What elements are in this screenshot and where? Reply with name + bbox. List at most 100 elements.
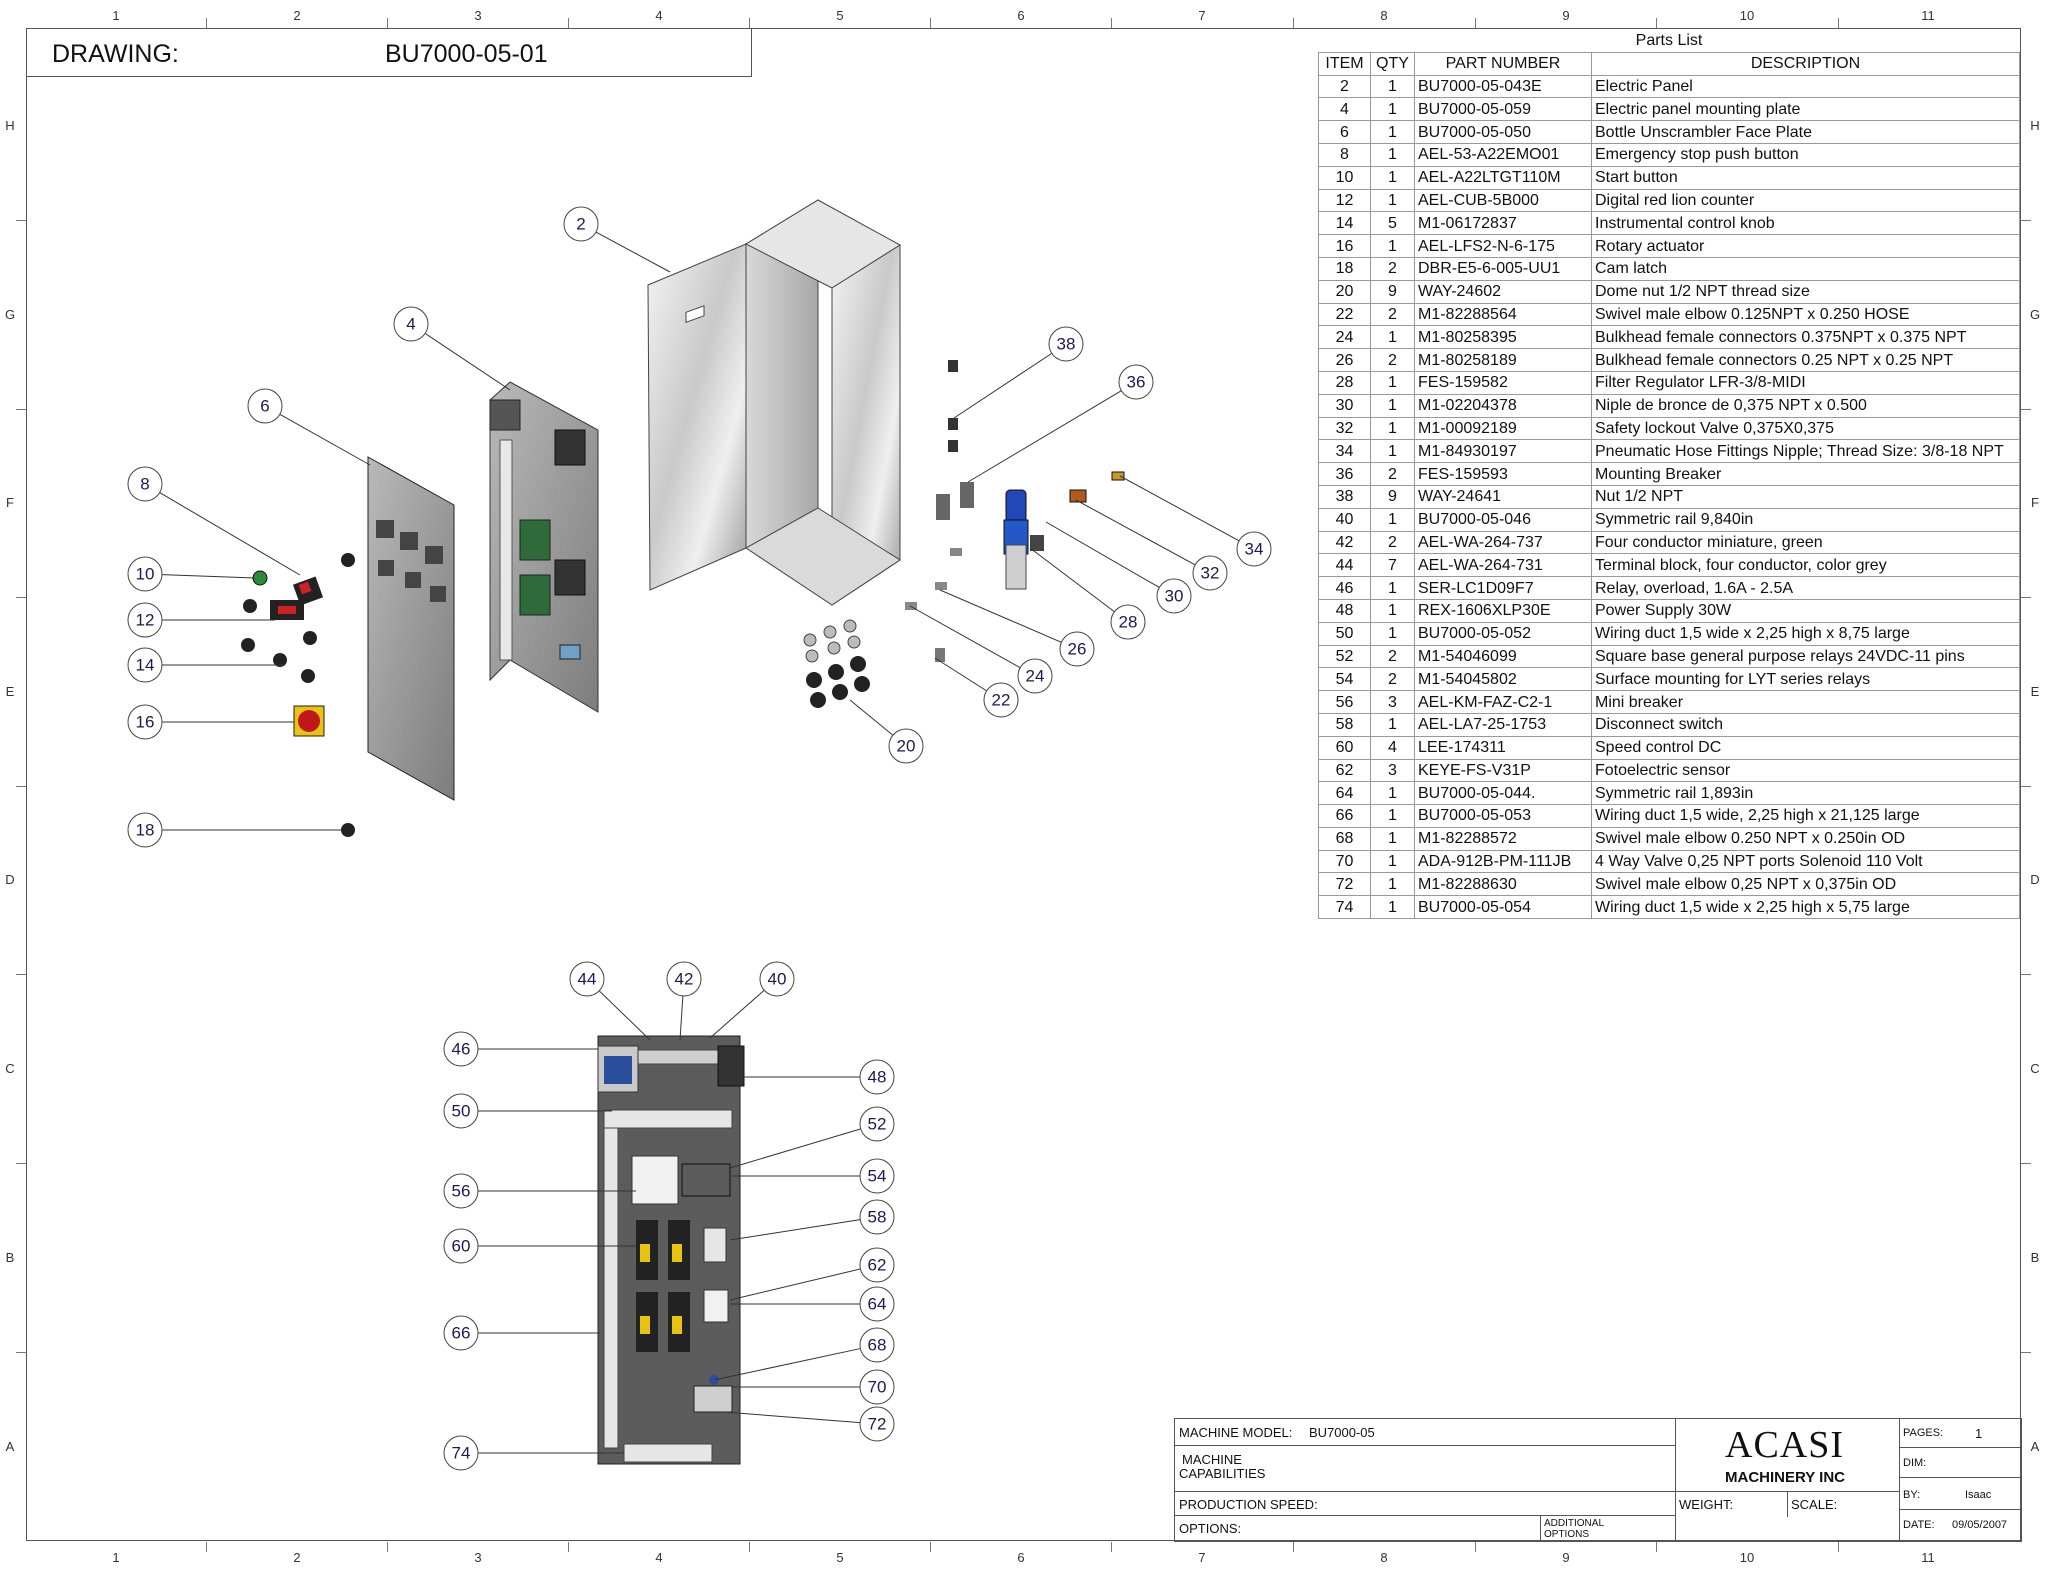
- callout-circle: [127, 704, 163, 740]
- part-number-cell: AEL-CUB-5B000: [1414, 188, 1592, 213]
- zone-tick: [749, 1542, 750, 1552]
- callout-circle: [443, 1093, 479, 1129]
- zone-row-label: F: [2031, 495, 2039, 510]
- tb-divider-v3: [1540, 1515, 1541, 1541]
- tb-divider-h3: [1175, 1515, 1675, 1516]
- leader-line: [967, 390, 1122, 483]
- part-description-cell: Dome nut 1/2 NPT thread size: [1591, 279, 2020, 304]
- pneumatic-components: [905, 360, 1125, 662]
- zone-tick: [749, 18, 750, 28]
- date-label: DATE:: [1903, 1519, 1935, 1531]
- callout-balloons: 2468101214161820222426283032343638404244…: [127, 206, 1272, 1471]
- zone-tick: [568, 18, 569, 28]
- callout-balloon: 20: [888, 728, 924, 764]
- zone-column-label: 11: [1921, 1550, 1935, 1565]
- part-number-cell: AEL-LA7-25-1753: [1414, 712, 1592, 737]
- callout-balloon: 66: [443, 1315, 479, 1351]
- parts-list-table: Parts List ITEM QTY PART NUMBER DESCRIPT…: [1318, 30, 2020, 920]
- part-description-cell: Wiring duct 1,5 wide x 2,25 high x 8,75 …: [1591, 621, 2020, 646]
- zone-column-label: 6: [1017, 8, 1025, 23]
- part-qty-cell: 2: [1370, 644, 1415, 669]
- zone-tick: [16, 1163, 26, 1164]
- front-panel-components: [241, 553, 355, 837]
- zone-column-label: 3: [474, 1550, 482, 1565]
- part-item-cell: 56: [1318, 690, 1371, 714]
- header-part-number: PART NUMBER: [1414, 51, 1592, 76]
- callout-balloon: 46: [443, 1031, 479, 1067]
- callout-number: 30: [1165, 587, 1184, 606]
- callout-number: 12: [136, 611, 155, 630]
- part-description-cell: Swivel male elbow 0.125NPT x 0.250 HOSE: [1591, 302, 2020, 327]
- callout-circle: [127, 812, 163, 848]
- tb-divider-h6: [1899, 1509, 2021, 1510]
- callout-number: 6: [260, 397, 269, 416]
- leader-line: [934, 657, 987, 692]
- part-number-cell: AEL-WA-264-731: [1414, 553, 1592, 578]
- callout-circle: [247, 388, 283, 424]
- part-description-cell: Disconnect switch: [1591, 712, 2020, 737]
- callout-balloon: 70: [859, 1369, 895, 1405]
- callout-balloon: 36: [1118, 364, 1154, 400]
- callout-balloon: 4: [393, 306, 429, 342]
- zone-column-label: 2: [293, 1550, 301, 1565]
- part-item-cell: 40: [1318, 507, 1371, 532]
- callout-number: 34: [1245, 540, 1264, 559]
- zone-tick: [2021, 597, 2031, 598]
- part-item-cell: 14: [1318, 211, 1371, 236]
- frame-right: [2020, 28, 2021, 1541]
- zone-tick: [1656, 18, 1657, 28]
- part-number-cell: BU7000-05-054: [1414, 895, 1592, 920]
- pages-label: PAGES:: [1903, 1427, 1944, 1439]
- callout-number: 32: [1201, 564, 1220, 583]
- zone-row-label: G: [2029, 307, 2041, 322]
- zone-tick: [206, 1542, 207, 1552]
- part-number-cell: BU7000-05-044.: [1414, 781, 1592, 806]
- zone-column-label: 7: [1198, 1550, 1206, 1565]
- callout-circle: [1156, 578, 1192, 614]
- zone-row-label: B: [2030, 1250, 2040, 1265]
- part-item-cell: 12: [1318, 188, 1371, 213]
- callout-circle: [1017, 658, 1053, 694]
- callout-number: 72: [868, 1415, 887, 1434]
- callout-balloon: 30: [1156, 578, 1192, 614]
- leader-line: [1045, 521, 1160, 588]
- callout-number: 24: [1026, 667, 1045, 686]
- zone-tick: [1475, 18, 1476, 28]
- callout-circle: [888, 728, 924, 764]
- leader-line: [723, 1411, 861, 1424]
- zone-row-label: E: [5, 684, 15, 699]
- part-item-cell: 44: [1318, 553, 1371, 578]
- tb-divider-v4: [1787, 1491, 1788, 1517]
- callout-number: 52: [868, 1115, 887, 1134]
- zone-column-label: 5: [836, 8, 844, 23]
- callout-balloon: 42: [666, 961, 702, 997]
- callout-circle: [859, 1369, 895, 1405]
- callout-balloon: 62: [859, 1247, 895, 1283]
- machine-model-value: BU7000-05: [1309, 1425, 1375, 1440]
- leader-line: [729, 1219, 861, 1241]
- zone-tick: [16, 974, 26, 975]
- pages-value: 1: [1975, 1426, 1983, 1441]
- tb-divider-h1: [1175, 1445, 1675, 1446]
- part-item-cell: 34: [1318, 439, 1371, 464]
- callout-circle: [859, 1158, 895, 1194]
- weight-label: WEIGHT:: [1679, 1497, 1734, 1512]
- part-number-cell: AEL-WA-264-737: [1414, 530, 1592, 555]
- tb-divider-v2: [1899, 1419, 1900, 1541]
- zone-row-label: F: [6, 495, 14, 510]
- callout-circle: [443, 1228, 479, 1264]
- leader-line: [909, 605, 1021, 669]
- callout-number: 50: [452, 1102, 471, 1121]
- scale-label: SCALE:: [1791, 1497, 1838, 1512]
- panel-layout-front-view: [597, 1035, 745, 1465]
- zone-row-label: D: [2030, 872, 2040, 887]
- zone-tick: [1111, 1542, 1112, 1552]
- zone-tick: [16, 409, 26, 410]
